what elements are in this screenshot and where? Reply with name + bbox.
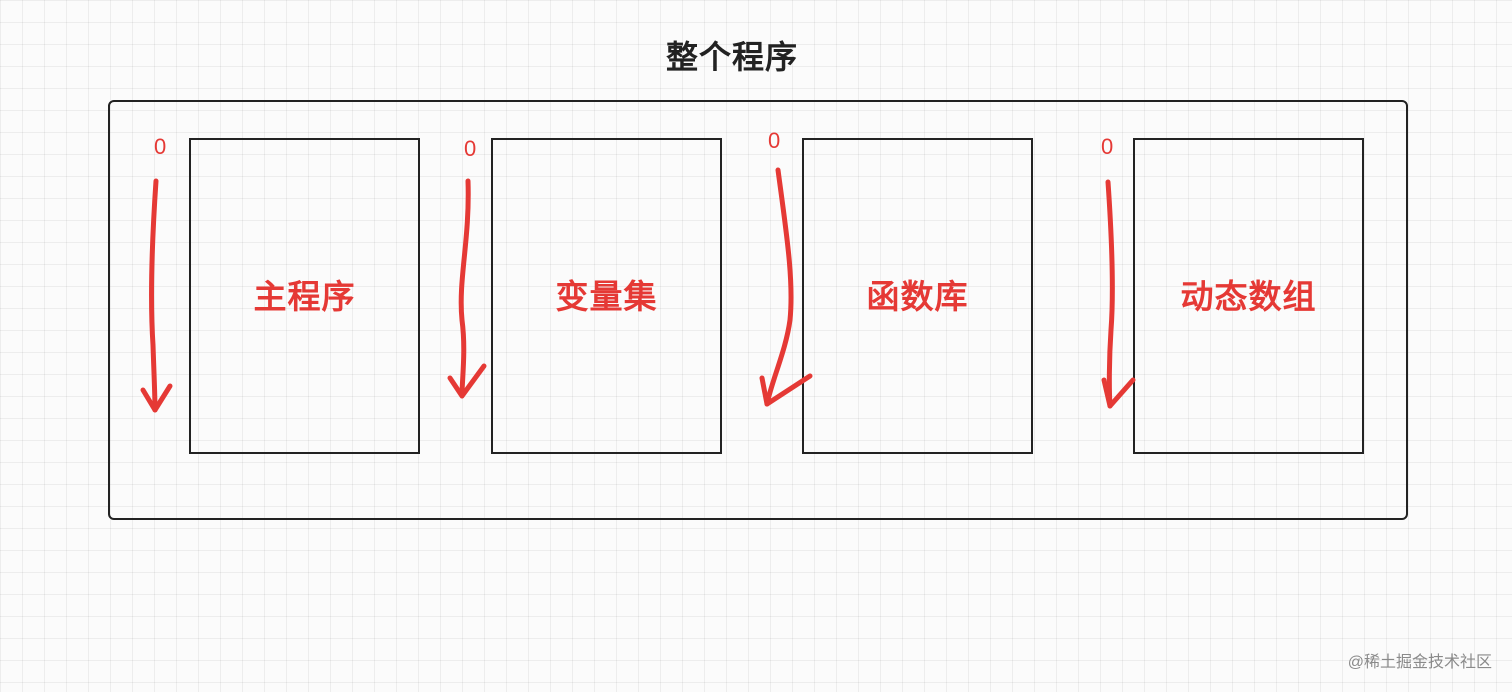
section-box-variables: 变量集	[491, 138, 722, 454]
section-label-function-library: 函数库	[866, 277, 969, 316]
section-label-main-program: 主程序	[253, 277, 356, 316]
section-label-dynamic-array: 动态数组	[1180, 277, 1317, 316]
zero-label-main-program: 0	[154, 134, 167, 159]
program-frame	[108, 100, 1408, 520]
section-box-function-library: 函数库	[802, 138, 1033, 454]
zero-label-dynamic-array: 0	[1101, 134, 1114, 159]
section-label-variables: 变量集	[555, 277, 658, 316]
section-box-dynamic-array: 动态数组	[1133, 138, 1364, 454]
zero-label-function-library: 0	[768, 128, 781, 153]
watermark: @稀土掘金技术社区	[1347, 654, 1492, 671]
section-box-main-program: 主程序	[189, 138, 420, 454]
diagram-title: 整个程序	[665, 38, 798, 76]
zero-label-variables: 0	[464, 136, 477, 161]
